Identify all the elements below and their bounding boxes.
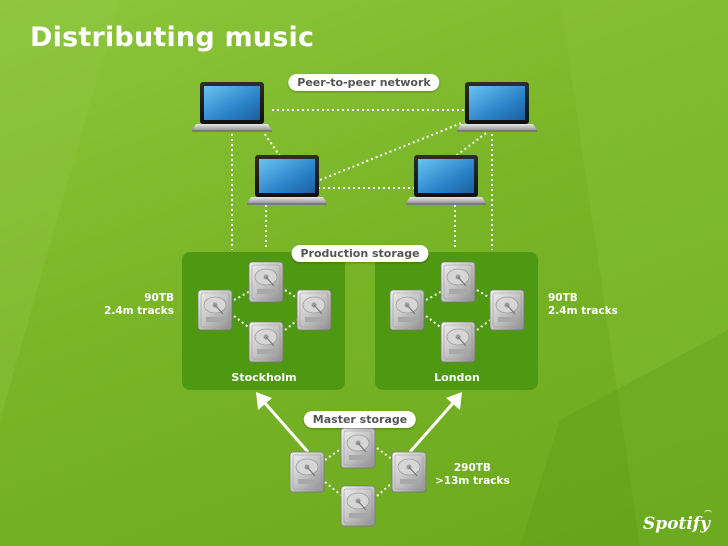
spotify-logo: Spotify: [642, 514, 710, 534]
hard-drive-icon: [197, 289, 233, 331]
stockholm-tracks: 2.4m tracks: [104, 305, 174, 317]
london-stats: 90TB 2.4m tracks: [548, 292, 618, 318]
region-stockholm-name: Stockholm: [231, 371, 297, 384]
hard-drive-icon: [440, 321, 476, 363]
p2p-network-label: Peer-to-peer network: [288, 74, 440, 91]
laptop-icon: [192, 82, 272, 132]
master-links: [324, 447, 394, 497]
hard-drive-icon: [296, 289, 332, 331]
arrow-up-icon: [256, 392, 310, 453]
laptop-icon: [247, 155, 327, 205]
hard-drive-icon: [391, 451, 427, 493]
master-size: 290TB: [453, 462, 491, 474]
london-size: 90TB: [548, 292, 578, 304]
region-london-box: [375, 252, 538, 390]
stockholm-size: 90TB: [144, 292, 174, 304]
hard-drive-icon: [248, 261, 284, 303]
stockholm-stats: 90TB 2.4m tracks: [104, 292, 174, 318]
hard-drive-icon: [340, 485, 376, 527]
hard-drive-icon: [340, 427, 376, 469]
hard-drive-icon: [389, 289, 425, 331]
region-stockholm-box: [182, 252, 345, 390]
london-tracks: 2.4m tracks: [548, 305, 618, 317]
master-stats: 290TB >13m tracks: [435, 462, 510, 488]
p2p-connections: [231, 109, 493, 250]
production-storage-label: Production storage: [291, 245, 429, 262]
hard-drive-icon: [440, 261, 476, 303]
master-storage-label: Master storage: [303, 411, 417, 428]
hard-drive-icon: [248, 321, 284, 363]
region-london-name: London: [434, 371, 480, 384]
slide-title: Distributing music: [30, 22, 315, 53]
laptop-icon: [406, 155, 486, 205]
logo-mark-icon: [704, 510, 712, 516]
master-tracks: >13m tracks: [435, 475, 510, 487]
laptop-icon: [457, 82, 537, 132]
arrow-up-icon: [408, 392, 462, 453]
hard-drive-icon: [489, 289, 525, 331]
hard-drive-icon: [289, 451, 325, 493]
